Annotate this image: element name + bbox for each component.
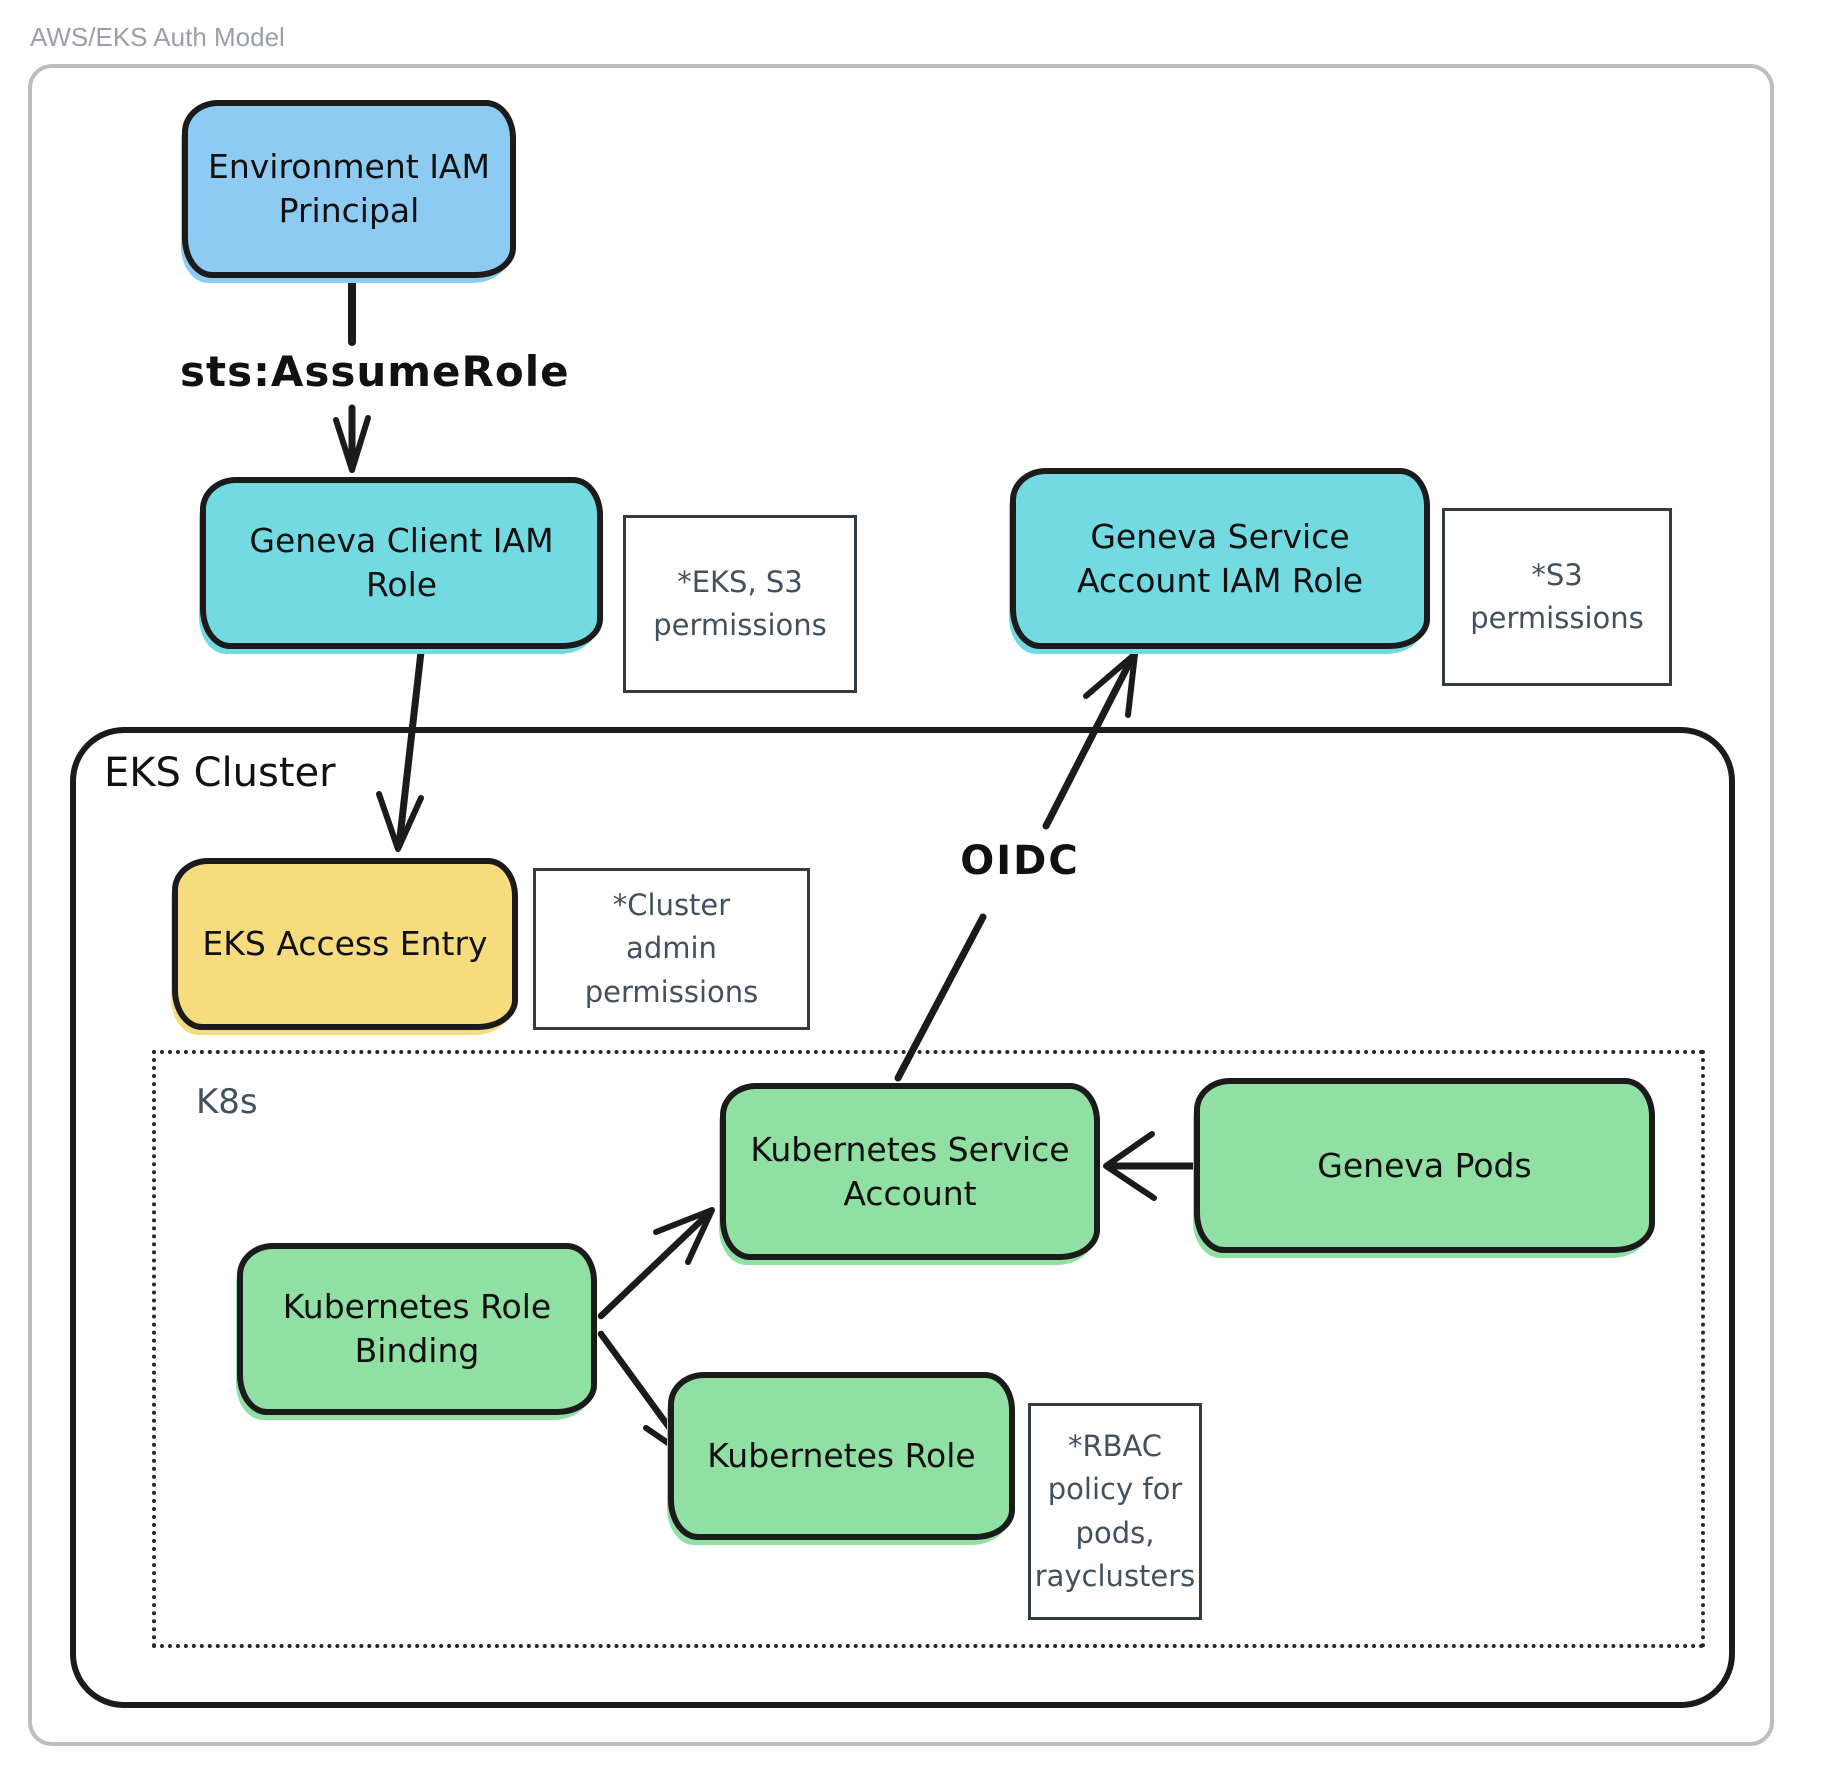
- node-label: Geneva Client IAM Role: [249, 521, 554, 604]
- note-text: *Cluster admin permissions: [584, 887, 759, 1009]
- edge-label-sts-assumerole: sts:AssumeRole: [180, 347, 570, 396]
- k8s-label: K8s: [196, 1082, 258, 1122]
- note-text: *RBAC policy for pods, rayclusters: [1034, 1428, 1196, 1594]
- node-kubernetes-role: Kubernetes Role: [668, 1372, 1015, 1540]
- note-s3-permissions: *S3 permissions: [1442, 508, 1672, 686]
- node-environment-iam-principal: Environment IAM Principal: [182, 100, 516, 278]
- eks-cluster-label: EKS Cluster: [104, 750, 336, 796]
- note-rbac-policy: *RBAC policy for pods, rayclusters: [1028, 1403, 1202, 1620]
- note-text: *EKS, S3 permissions: [653, 564, 827, 643]
- node-kubernetes-role-binding: Kubernetes Role Binding: [237, 1243, 597, 1415]
- note-cluster-admin-permissions: *Cluster admin permissions: [533, 868, 810, 1030]
- node-label: Kubernetes Service Account: [750, 1129, 1070, 1213]
- node-label: Environment IAM Principal: [208, 147, 490, 230]
- node-label: Geneva Service Account IAM Role: [1076, 516, 1364, 600]
- node-geneva-service-account-iam-role: Geneva Service Account IAM Role: [1010, 468, 1430, 649]
- note-eks-s3-permissions: *EKS, S3 permissions: [623, 515, 857, 693]
- node-kubernetes-service-account: Kubernetes Service Account: [720, 1083, 1100, 1260]
- eks-cluster-container: [70, 727, 1735, 1708]
- node-geneva-pods: Geneva Pods: [1194, 1078, 1655, 1253]
- edge-label-oidc: OIDC: [960, 838, 1080, 884]
- node-label: Kubernetes Role: [707, 1436, 976, 1476]
- node-label: Geneva Pods: [1317, 1145, 1532, 1185]
- node-label: Kubernetes Role Binding: [282, 1287, 552, 1370]
- note-text: *S3 permissions: [1470, 557, 1644, 636]
- node-eks-access-entry: EKS Access Entry: [172, 858, 518, 1030]
- node-geneva-client-iam-role: Geneva Client IAM Role: [200, 477, 603, 649]
- page-title: AWS/EKS Auth Model: [30, 22, 285, 52]
- node-label: EKS Access Entry: [202, 924, 488, 964]
